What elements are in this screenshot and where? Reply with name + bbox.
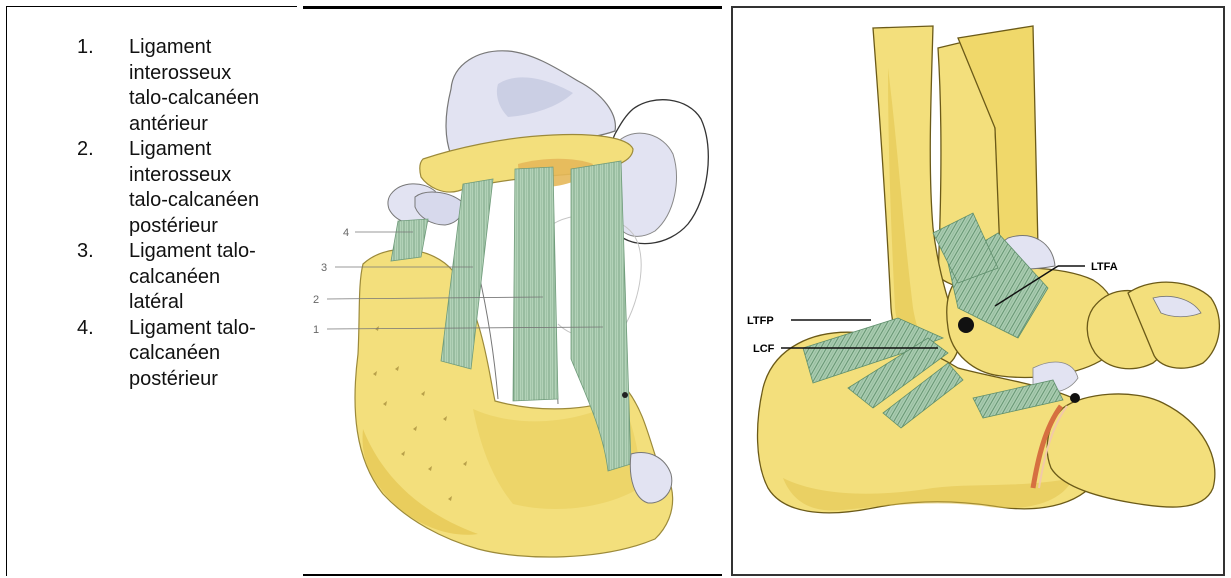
joint-marker-dot — [1070, 393, 1080, 403]
legend-item: 4. Ligament talo- calcanéen postérieur — [73, 316, 293, 393]
talocalcaneal-illustration: 4 3 2 1 — [303, 9, 722, 574]
label-lcf: LCF — [753, 343, 775, 355]
callout-label-3: 3 — [321, 262, 327, 274]
legend-item-text: Ligament interosseux talo-calcanéen anté… — [129, 35, 293, 137]
landmark-dot — [622, 392, 628, 398]
callout-label-2: 2 — [313, 294, 319, 306]
fibula-tip-dot — [958, 317, 974, 333]
label-ltfa: LTFA — [1091, 261, 1118, 273]
legend-item: 2. Ligament interosseux talo-calcanéen p… — [73, 137, 293, 239]
legend-item: 1. Ligament interosseux talo-calcanéen a… — [73, 35, 293, 137]
callout-label-4: 4 — [343, 227, 349, 239]
lateral-ankle-figure: LTFA LTFP LCF — [731, 6, 1225, 576]
legend-item-number: 4. — [77, 316, 94, 342]
talocalcaneal-figure: 4 3 2 1 — [303, 6, 722, 576]
legend-item: 3. Ligament talo- calcanéen latéral — [73, 239, 293, 316]
legend-item-number: 3. — [77, 239, 94, 265]
lateral-ankle-illustration: LTFA LTFP LCF — [733, 8, 1223, 574]
legend-panel: 1. Ligament interosseux talo-calcanéen a… — [6, 6, 297, 576]
legend-item-number: 2. — [77, 137, 94, 163]
label-ltfp: LTFP — [747, 315, 774, 327]
legend-list: 1. Ligament interosseux talo-calcanéen a… — [73, 35, 293, 392]
legend-item-number: 1. — [77, 35, 94, 61]
legend-item-text: Ligament talo- calcanéen latéral — [129, 239, 293, 316]
callout-label-1: 1 — [313, 324, 319, 336]
legend-item-text: Ligament interosseux talo-calcanéen post… — [129, 137, 293, 239]
ligament-2-interosseous-posterior — [513, 167, 558, 401]
legend-item-text: Ligament talo- calcanéen postérieur — [129, 316, 293, 393]
